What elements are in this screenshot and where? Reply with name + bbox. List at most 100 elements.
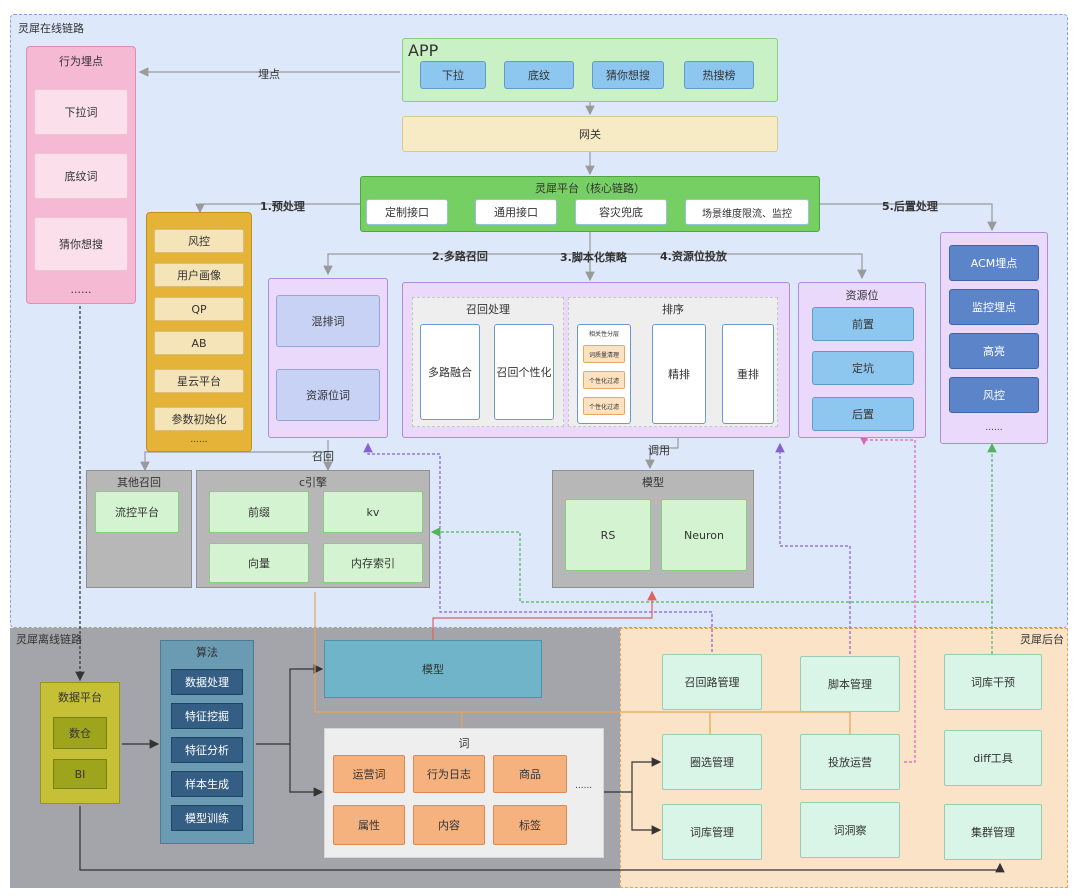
model-item-rs: RS (565, 499, 651, 571)
recall-process-title: 召回处理 (466, 303, 510, 316)
algo-item-feature-mining: 特征挖掘 (171, 703, 243, 729)
label-recall: 召回 (312, 450, 334, 463)
label-multirecall: 2.多路召回 (432, 250, 488, 263)
words-item-attribute: 属性 (333, 805, 405, 845)
resource-item-back: 后置 (812, 397, 914, 431)
rerank-box: 重排 (722, 324, 774, 424)
prep-item-qp: QP (154, 297, 244, 321)
offline-region-label: 灵犀离线链路 (16, 633, 82, 646)
backend-lexicon-management: 词库管理 (662, 804, 762, 860)
backend-lexicon-intervention: 词库干预 (944, 654, 1042, 710)
engine-item-memory-index: 内存索引 (323, 543, 423, 583)
post-item-monitor: 监控埋点 (949, 289, 1039, 325)
relevance-item-quality: 词质量清理 (583, 345, 625, 363)
prep-item-nebula: 星云平台 (154, 369, 244, 393)
words-item-behavior-log: 行为日志 (413, 755, 485, 793)
words-more: ...... (575, 781, 593, 791)
label-script: 3.脚本化策略 (560, 251, 627, 264)
behavior-more: ...... (70, 283, 92, 296)
gateway-box: 网关 (402, 116, 778, 152)
algorithm-panel: 算法 数据处理 特征挖掘 特征分析 样本生成 模型训练 (160, 640, 254, 844)
other-recall-flow-control: 流控平台 (95, 491, 179, 533)
postprocess-panel: ACM埋点 监控埋点 高亮 风控 ...... (940, 232, 1048, 444)
label-postprocess: 5.后置处理 (882, 200, 938, 213)
backend-diff-tool: diff工具 (944, 730, 1042, 786)
c-engine-title: c引擎 (298, 476, 328, 489)
data-platform-panel: 数据平台 数仓 BI (40, 682, 120, 804)
relevance-title: 相关性分层 (588, 331, 619, 338)
label-maidian: 埋点 (258, 68, 280, 81)
behavior-item-shading-word: 底纹词 (34, 153, 128, 199)
model-item-neuron: Neuron (661, 499, 747, 571)
engine-item-vector: 向量 (209, 543, 309, 583)
words-panel: 词 运营词 行为日志 商品 属性 内容 标签 ...... (324, 728, 604, 858)
behavior-item-guess-search: 猜你想搜 (34, 217, 128, 271)
engine-item-kv: kv (323, 491, 423, 533)
mixed-item-resource-words: 资源位词 (276, 369, 380, 421)
online-model-title: 模型 (642, 476, 664, 489)
other-recall-panel: 其他召回 流控平台 (86, 470, 192, 588)
post-more: ...... (985, 423, 1003, 433)
prep-item-ab: AB (154, 331, 244, 355)
relevance-item-filter-b: 个性化过滤 (583, 397, 625, 415)
relevance-box: 相关性分层 词质量清理 个性化过滤 个性化过滤 (577, 324, 631, 424)
algo-item-model-training: 模型训练 (171, 805, 243, 831)
data-item-bi: BI (53, 759, 107, 789)
backend-word-insight: 词洞察 (800, 802, 900, 858)
mixed-item-mixed-words: 混排词 (276, 295, 380, 347)
app-panel: APP 下拉 底纹 猜你想搜 热搜榜 (402, 38, 778, 102)
core-title: 灵犀平台（核心链路） (535, 182, 645, 195)
resource-panel: 资源位 前置 定坑 后置 (798, 282, 926, 438)
mixed-words-panel: 混排词 资源位词 (268, 278, 388, 438)
app-title: APP (408, 41, 439, 60)
online-model-panel: 模型 RS Neuron (552, 470, 754, 588)
words-item-tag: 标签 (493, 805, 567, 845)
resource-item-fixed: 定坑 (812, 351, 914, 385)
algo-item-feature-analysis: 特征分析 (171, 737, 243, 763)
rank-area: 排序 相关性分层 词质量清理 个性化过滤 个性化过滤 精排 重排 (568, 297, 778, 427)
behavior-panel: 行为埋点 下拉词 底纹词 猜你想搜 ...... (26, 46, 136, 304)
backend-placement-ops: 投放运营 (800, 734, 900, 790)
algorithm-title: 算法 (196, 646, 218, 659)
words-item-goods: 商品 (493, 755, 567, 793)
prep-item-user-profile: 用户画像 (154, 263, 244, 287)
label-placement: 4.资源位投放 (660, 250, 727, 263)
backend-script-management: 脚本管理 (800, 656, 900, 712)
core-button-throttle-monitor: 场景维度限流、监控 (685, 199, 809, 225)
core-button-disaster-fallback: 容灾兜底 (575, 199, 667, 225)
engine-item-prefix: 前缀 (209, 491, 309, 533)
algo-item-data-processing: 数据处理 (171, 669, 243, 695)
recall-process-area: 召回处理 多路融合 召回个性化 (412, 297, 564, 427)
words-item-ops: 运营词 (333, 755, 405, 793)
app-button-dropdown: 下拉 (420, 61, 486, 89)
words-item-content: 内容 (413, 805, 485, 845)
preprocess-panel: 风控 用户画像 QP AB 星云平台 参数初始化 ...... (146, 212, 252, 452)
core-button-custom-api: 定制接口 (366, 199, 448, 225)
recall-fusion-box: 多路融合 (420, 324, 480, 420)
prep-item-risk: 风控 (154, 229, 244, 253)
strategy-panel: 召回处理 多路融合 召回个性化 排序 相关性分层 词质量清理 个性化过滤 个性化… (402, 282, 790, 438)
algo-item-sample-gen: 样本生成 (171, 771, 243, 797)
resource-title: 资源位 (845, 289, 879, 302)
backend-selection-management: 圈选管理 (662, 734, 762, 790)
other-recall-title: 其他召回 (117, 476, 161, 489)
offline-model-box: 模型 (324, 640, 542, 698)
fine-rank-box: 精排 (652, 324, 706, 424)
c-engine-panel: c引擎 前缀 kv 向量 内存索引 (196, 470, 430, 588)
app-button-guess: 猜你想搜 (592, 61, 664, 89)
prep-more: ...... (190, 435, 208, 445)
relevance-item-filter-a: 个性化过滤 (583, 371, 625, 389)
behavior-item-dropdown-word: 下拉词 (34, 89, 128, 135)
app-button-shading: 底纹 (504, 61, 574, 89)
label-preprocess: 1.预处理 (260, 200, 305, 213)
backend-region-label: 灵犀后台 (1020, 633, 1064, 646)
data-platform-title: 数据平台 (58, 691, 102, 704)
recall-personal-box: 召回个性化 (494, 324, 554, 420)
post-item-highlight: 高亮 (949, 333, 1039, 369)
backend-cluster-management: 集群管理 (944, 804, 1042, 860)
core-button-generic-api: 通用接口 (475, 199, 557, 225)
post-item-acm: ACM埋点 (949, 245, 1039, 281)
prep-item-param-init: 参数初始化 (154, 407, 244, 431)
data-item-warehouse: 数仓 (53, 717, 107, 749)
app-button-hotlist: 热搜榜 (684, 61, 754, 89)
